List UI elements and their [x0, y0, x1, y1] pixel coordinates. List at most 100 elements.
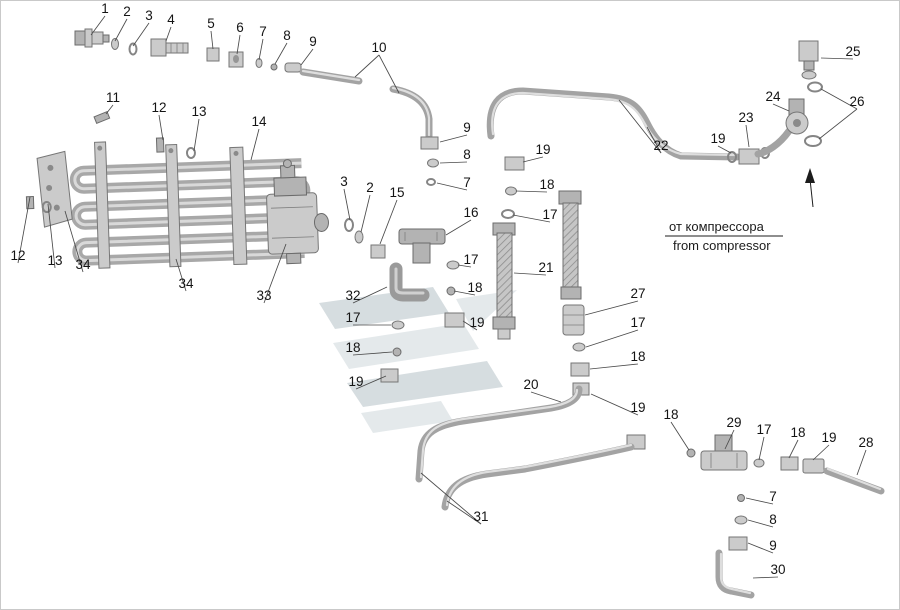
callout-26: 26 [849, 94, 864, 109]
coil-highlight [73, 161, 309, 263]
nut-19d [380, 368, 399, 383]
callout-11: 11 [106, 90, 120, 105]
plate-hole [53, 204, 60, 211]
callout-5: 5 [207, 16, 215, 31]
callout-19: 19 [535, 142, 550, 157]
callout-19: 19 [710, 131, 725, 146]
tube-31 [441, 443, 635, 511]
callout-30: 30 [770, 562, 785, 577]
callout-leader-29 [724, 429, 735, 450]
callout-leader-13 [193, 118, 200, 152]
nut-19c [504, 156, 525, 171]
washer-17e [753, 458, 765, 468]
callout-18: 18 [539, 177, 554, 192]
tube-10-short-hl [301, 69, 361, 82]
callout-leader-3 [343, 188, 351, 221]
callout-3: 3 [145, 8, 153, 23]
callout-leader-14 [250, 128, 260, 161]
callout-leader-8 [274, 42, 288, 65]
callout-leader-18 [788, 439, 799, 459]
callout-leader-5 [210, 30, 214, 50]
flow-arrow-head [805, 168, 815, 183]
callout-2: 2 [366, 180, 374, 195]
callout-25: 25 [845, 44, 860, 59]
tube-end-9 [284, 62, 302, 73]
callout-leader-13 [47, 203, 56, 269]
hose2-braid [562, 202, 579, 288]
callout-22: 22 [653, 138, 668, 153]
bracket-hole [168, 148, 174, 154]
callout-18: 18 [663, 407, 678, 422]
bolt-11 [93, 111, 111, 125]
callout-leader-18 [515, 190, 548, 193]
washer-2b [354, 230, 364, 244]
callout-9: 9 [769, 538, 777, 553]
callout-leader-22 [646, 126, 662, 154]
callout-leader-30 [752, 576, 779, 579]
callout-leader-9 [300, 48, 314, 66]
callout-leader-1 [90, 15, 106, 36]
callout-12: 12 [10, 248, 25, 263]
hose-27-assembly [558, 190, 590, 396]
tube-24-link [754, 127, 793, 158]
callout-17: 17 [630, 315, 645, 330]
plate-hole [46, 184, 53, 191]
callout-leader-19 [355, 375, 387, 390]
callout-leader-8 [439, 161, 468, 164]
nut-18f [780, 456, 799, 471]
washer-26b [804, 135, 822, 147]
callout-leader-23 [745, 124, 750, 148]
callout-leader-19 [590, 393, 639, 416]
bolt-12 [155, 137, 165, 153]
callout-leader-6 [236, 34, 241, 55]
tee-assembly-29 [686, 434, 885, 599]
washer-17c [501, 209, 515, 219]
tube-22 [486, 87, 741, 161]
callout-leader-3 [132, 22, 150, 47]
callout-23: 23 [738, 110, 753, 125]
callout-leader-32 [352, 286, 388, 304]
callout-17: 17 [345, 310, 360, 325]
callout-leader-18 [352, 351, 393, 356]
callout-leader-9 [747, 542, 774, 554]
callout-leader-17 [457, 264, 472, 268]
bracket-hole [233, 150, 239, 156]
washer-17d [572, 342, 586, 352]
tube-28-hl [826, 467, 882, 491]
callout-13: 13 [191, 104, 206, 119]
tube-10-bent-hl [391, 86, 431, 137]
cooler-coil-assembly [25, 111, 329, 269]
callout-34: 34 [178, 276, 194, 291]
tee-29-body [700, 450, 748, 471]
callout-19: 19 [821, 430, 836, 445]
nut-6 [228, 51, 244, 68]
hose2-bottom-fitting [560, 286, 582, 300]
callout-leader-33 [263, 243, 287, 304]
connector-1 [74, 28, 110, 48]
ball-7c [737, 494, 745, 502]
air-dryer-unit-33 [266, 159, 329, 265]
callout-24: 24 [765, 89, 781, 104]
fitting-19f [802, 458, 825, 474]
callout-leader-2 [114, 18, 128, 42]
callout-34: 34 [75, 257, 91, 272]
bolt-25 [798, 40, 819, 80]
hose2-top-fitting [558, 190, 582, 205]
callout-17: 17 [756, 422, 771, 437]
washer-7b [426, 178, 436, 186]
nut-15 [370, 244, 386, 259]
callout-leader-9 [439, 134, 468, 143]
callout-leader-25 [820, 57, 854, 60]
ball-18a [446, 286, 456, 296]
callout-leader-4 [165, 26, 172, 42]
nut-5 [206, 47, 220, 62]
callout-4: 4 [167, 12, 175, 27]
callout-leader-17 [758, 436, 765, 461]
bracket-strap-2 [165, 143, 182, 268]
callout-leader-27 [584, 300, 639, 316]
callout-18: 18 [790, 425, 805, 440]
nut-9b [420, 136, 439, 150]
callout-17: 17 [463, 252, 478, 267]
callout-20: 20 [523, 377, 538, 392]
